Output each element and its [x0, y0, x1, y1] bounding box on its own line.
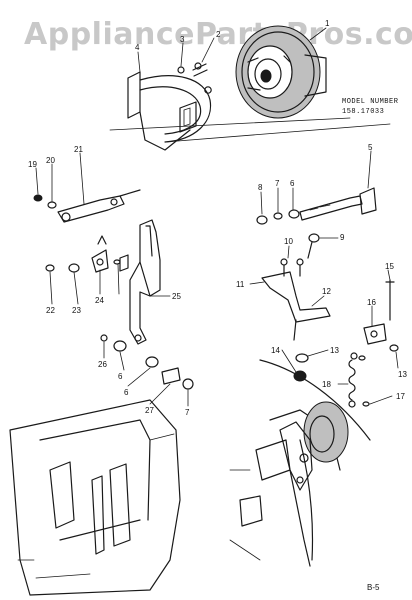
callout-numbers: 1 2 3 4 5 6 7 8 9 10 11 12 13 14 15 16 1… [28, 19, 407, 417]
housing-casting [9, 399, 181, 596]
callout-23: 23 [72, 306, 81, 315]
watermark: AppliancePartsPros.com [24, 17, 412, 52]
machine-head-mechanism [229, 359, 371, 567]
model-number-label: MODEL NUMBER [342, 98, 399, 106]
callout-2: 2 [216, 30, 221, 39]
callout-13-center: 13 [330, 346, 339, 355]
feed-lever-assembly [119, 219, 161, 345]
callout-5: 5 [368, 143, 373, 152]
tension-spring [348, 352, 370, 408]
belt-guard-assembly [127, 62, 212, 151]
callout-22: 22 [46, 306, 55, 315]
callout-26: 26 [98, 360, 107, 369]
callout-11: 11 [236, 280, 245, 289]
callout-1: 1 [325, 19, 330, 28]
tension-bracket-assembly [261, 233, 331, 382]
callout-17: 17 [396, 392, 405, 401]
callout-14: 14 [271, 346, 280, 355]
model-number-value: 158.17033 [342, 108, 384, 116]
callout-6-lower-a: 6 [118, 372, 123, 381]
callout-15: 15 [385, 262, 394, 271]
callout-27: 27 [145, 406, 154, 415]
callout-25: 25 [172, 292, 181, 301]
callout-16: 16 [367, 298, 376, 307]
small-parts-row [45, 235, 121, 273]
callout-8: 8 [258, 183, 263, 192]
link-arm-assembly [33, 189, 141, 223]
callout-18: 18 [322, 380, 331, 389]
callout-4: 4 [135, 43, 140, 52]
callout-9: 9 [340, 233, 345, 242]
callout-24: 24 [95, 296, 104, 305]
page-reference: B-5 [367, 583, 380, 592]
callout-10: 10 [284, 237, 293, 246]
callout-19: 19 [28, 160, 37, 169]
callout-20: 20 [46, 156, 55, 165]
motor-pulley [235, 25, 327, 119]
callout-21: 21 [74, 145, 83, 154]
callout-6-lower-b: 6 [124, 388, 129, 397]
spring-stop-assembly [358, 279, 399, 361]
callout-12: 12 [322, 287, 331, 296]
callout-6-top: 6 [290, 179, 295, 188]
callout-3: 3 [180, 35, 185, 44]
callout-7-top: 7 [275, 179, 280, 188]
lower-left-parts [100, 334, 194, 390]
leader-lines [35, 27, 399, 407]
callout-7-lower: 7 [185, 408, 190, 417]
callout-13-right: 13 [398, 370, 407, 379]
shaft-assembly [256, 187, 377, 225]
